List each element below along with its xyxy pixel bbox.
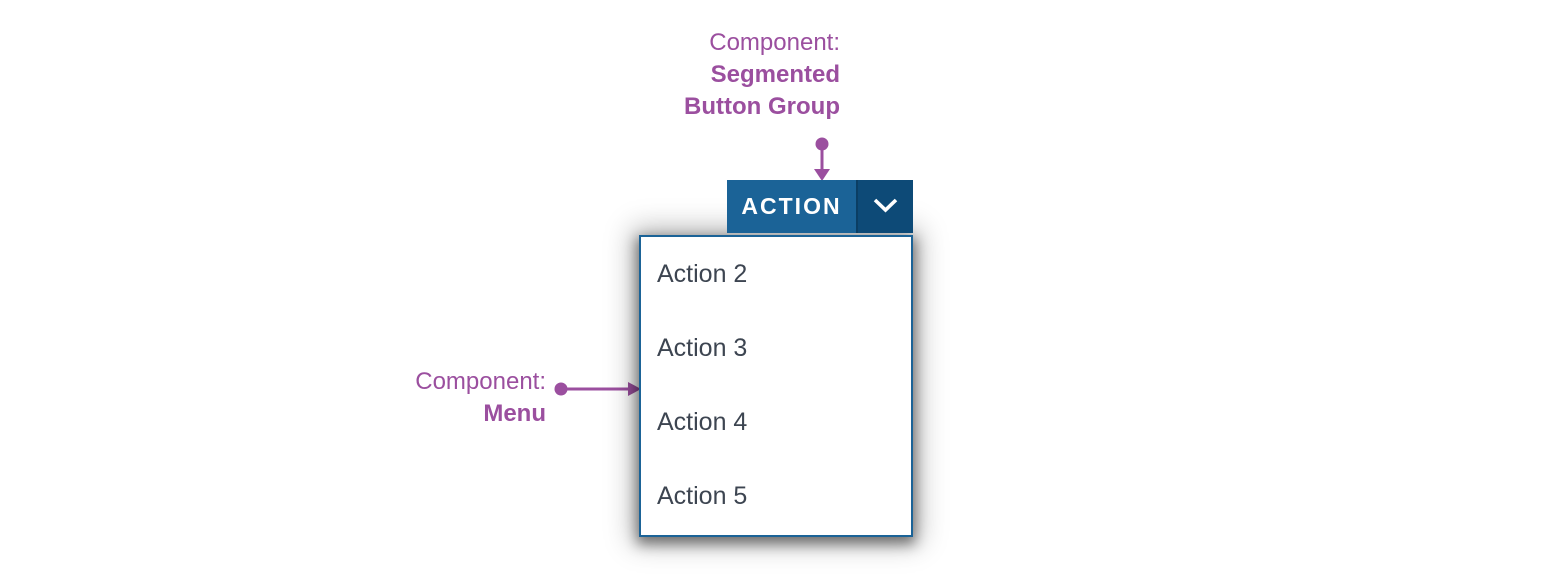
- annotation-line: Component:: [415, 368, 546, 395]
- menu-item[interactable]: Action 3: [657, 333, 748, 362]
- annotation-line: Component:: [709, 29, 840, 56]
- dropdown-toggle-button[interactable]: [856, 180, 913, 233]
- annotation-line: Menu: [483, 400, 546, 427]
- annotation-menu: Component: Menu: [415, 366, 546, 430]
- menu-item[interactable]: Action 4: [657, 407, 748, 436]
- segmented-button-group: ACTION: [727, 180, 913, 233]
- action-button[interactable]: ACTION: [727, 180, 856, 233]
- chevron-down-icon: [872, 197, 899, 217]
- annotation-line: Button Group: [684, 93, 840, 120]
- menu-item[interactable]: Action 2: [657, 259, 748, 288]
- annotation-segmented-button-group: Component: Segmented Button Group: [684, 27, 840, 123]
- connector-arrow-down: [808, 136, 836, 182]
- connector-arrow-right: [552, 378, 642, 400]
- arrow-down-icon: [814, 137, 830, 181]
- annotation-line: Segmented: [710, 61, 840, 88]
- menu-item[interactable]: Action 5: [657, 481, 748, 510]
- dropdown-menu: Action 2 Action 3 Action 4 Action 5: [639, 235, 913, 537]
- arrow-right-icon: [554, 382, 641, 396]
